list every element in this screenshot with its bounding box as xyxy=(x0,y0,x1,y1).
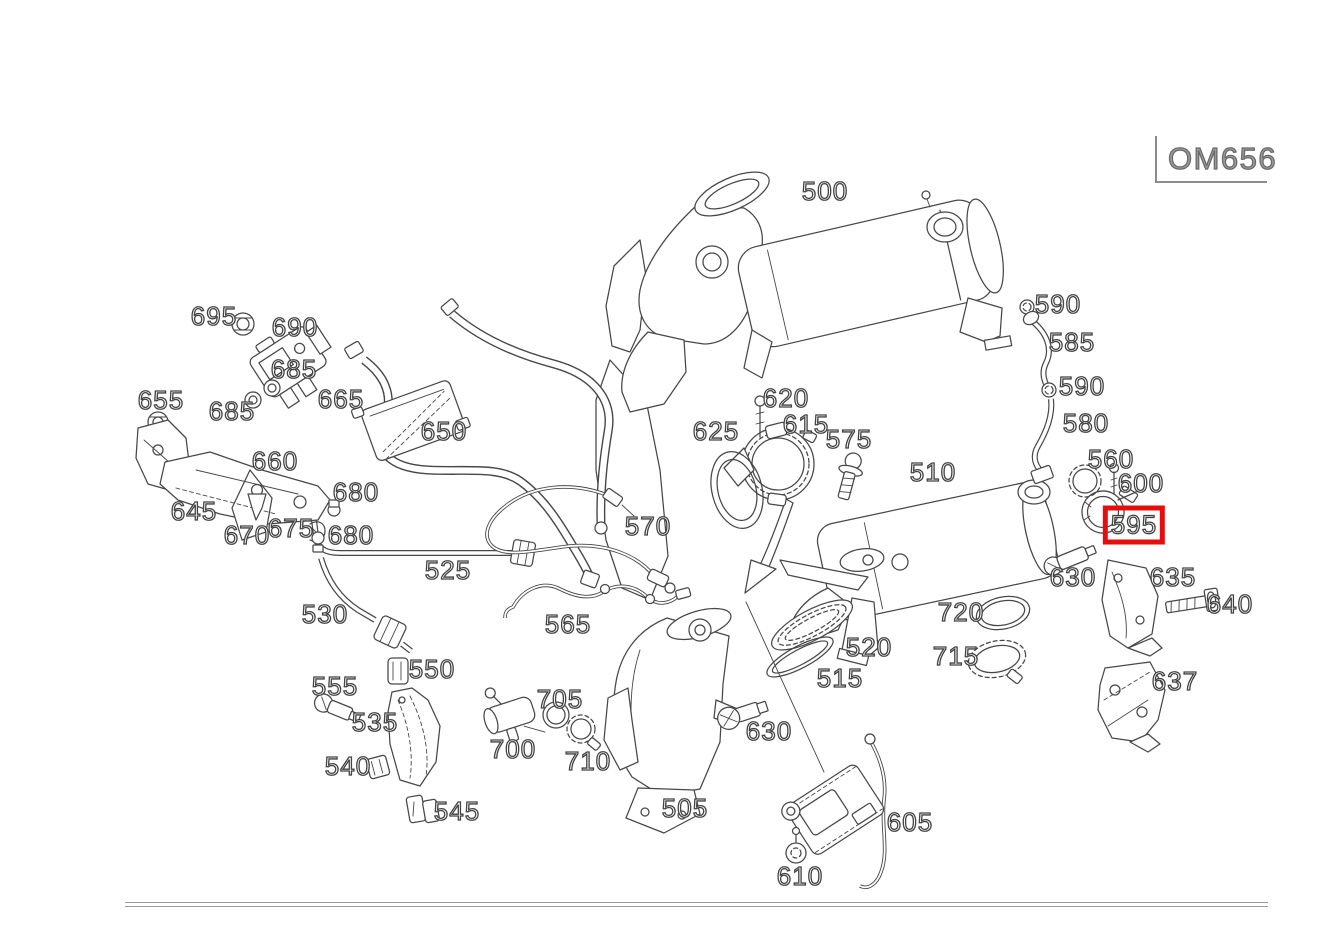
part-art-670-fitting xyxy=(247,483,267,521)
part-label-635[interactable]: 635 xyxy=(1149,562,1197,592)
part-art-540-clip xyxy=(365,754,391,780)
part-art-580-pipe xyxy=(1030,398,1055,485)
part-art-690-pressure-sensor xyxy=(249,324,332,409)
part-label-515[interactable]: 515 xyxy=(816,663,864,693)
part-art-575-bolt xyxy=(837,452,863,501)
part-label-505[interactable]: 505 xyxy=(661,793,709,823)
part-art-620-bolt xyxy=(754,395,766,438)
part-label-720[interactable]: 720 xyxy=(937,597,985,627)
engine-code-box: OM656 xyxy=(1155,136,1276,183)
part-label-630-b[interactable]: 630 xyxy=(745,716,793,746)
part-art-720-ring xyxy=(975,595,1031,631)
part-label-620[interactable]: 620 xyxy=(762,383,810,413)
part-label-645[interactable]: 645 xyxy=(170,496,218,526)
part-art-715-clamp xyxy=(967,639,1027,685)
part-label-545[interactable]: 545 xyxy=(433,796,481,826)
part-label-675[interactable]: 675 xyxy=(267,513,315,543)
part-art-625-gasket xyxy=(710,451,764,529)
direction-arrow xyxy=(744,498,794,594)
part-art-650-heat-shield xyxy=(350,380,471,461)
part-art-595-clamp xyxy=(1081,485,1139,534)
part-art-695-nut xyxy=(231,312,255,336)
part-art-585-hose xyxy=(1022,310,1054,394)
part-art-555-sensor xyxy=(313,693,362,723)
part-art-637-bracket xyxy=(1097,661,1166,753)
part-label-695[interactable]: 695 xyxy=(190,301,238,331)
part-label-550[interactable]: 550 xyxy=(408,654,456,684)
part-art-550-clip xyxy=(387,657,409,685)
part-label-595-highlighted[interactable]: 595 xyxy=(1102,505,1166,545)
part-art-545-clip xyxy=(405,794,440,824)
part-art-630-bolt-center xyxy=(717,700,769,730)
part-label-690[interactable]: 690 xyxy=(271,312,319,342)
part-label-715[interactable]: 715 xyxy=(932,641,980,671)
part-label-655[interactable]: 655 xyxy=(137,385,185,415)
part-art-505-elbow xyxy=(603,607,741,834)
part-label-685-b[interactable]: 685 xyxy=(208,396,256,426)
footer-rule xyxy=(125,902,1268,907)
part-label-585[interactable]: 585 xyxy=(1048,327,1096,357)
part-label-575[interactable]: 575 xyxy=(825,424,873,454)
part-label-670[interactable]: 670 xyxy=(223,520,271,550)
part-label-630-a[interactable]: 630 xyxy=(1049,562,1097,592)
part-art-530-pipe xyxy=(318,557,413,654)
part-label-530[interactable]: 530 xyxy=(301,599,349,629)
part-label-600[interactable]: 600 xyxy=(1117,468,1165,498)
part-label-510[interactable]: 510 xyxy=(909,457,957,487)
part-art-515-ring xyxy=(766,636,834,678)
part-art-705-oring xyxy=(542,701,570,729)
part-art-590-clamp-top xyxy=(1019,299,1035,315)
part-label-540[interactable]: 540 xyxy=(324,751,372,781)
part-label-610[interactable]: 610 xyxy=(776,861,824,891)
part-label-580[interactable]: 580 xyxy=(1062,408,1110,438)
part-art-685-nut-upper xyxy=(263,379,281,397)
part-art-635-bracket xyxy=(1101,559,1163,657)
part-art-685-nut-lower xyxy=(244,391,262,409)
part-art-500-dpf xyxy=(595,171,1013,601)
part-label-525[interactable]: 525 xyxy=(424,555,472,585)
part-label-650[interactable]: 650 xyxy=(420,416,468,446)
part-label-615[interactable]: 615 xyxy=(782,409,830,439)
part-label-590-a[interactable]: 590 xyxy=(1034,289,1082,319)
part-art-590-clamp-mid xyxy=(1041,382,1057,398)
part-label-640[interactable]: 640 xyxy=(1206,589,1254,619)
part-label-560[interactable]: 560 xyxy=(1087,444,1135,474)
part-art-630-sensor-right xyxy=(1043,545,1097,576)
leader-line xyxy=(745,601,825,773)
part-art-640-bolt xyxy=(1165,587,1221,614)
part-label-685-a[interactable]: 685 xyxy=(270,354,318,384)
part-label-500[interactable]: 500 xyxy=(801,176,849,206)
part-label-680-b[interactable]: 680 xyxy=(327,520,375,550)
part-art-565-harness xyxy=(503,583,692,619)
part-label-637[interactable]: 637 xyxy=(1151,666,1199,696)
part-label-535[interactable]: 535 xyxy=(351,707,399,737)
part-label-705[interactable]: 705 xyxy=(536,684,584,714)
part-art-710-clamp xyxy=(566,714,601,751)
part-label-590-b[interactable]: 590 xyxy=(1058,371,1106,401)
part-label-660[interactable]: 660 xyxy=(251,446,299,476)
part-label-665[interactable]: 665 xyxy=(317,384,365,414)
part-label-565[interactable]: 565 xyxy=(544,609,592,639)
part-label-710[interactable]: 710 xyxy=(564,746,612,776)
engine-code-label: OM656 xyxy=(1167,141,1278,176)
part-art-680-fitting-lower xyxy=(311,531,325,553)
part-art-680-fitting-upper xyxy=(327,499,341,517)
part-label-570[interactable]: 570 xyxy=(624,511,672,541)
part-label-555[interactable]: 555 xyxy=(311,671,359,701)
part-art-600-bolt xyxy=(1108,462,1120,495)
part-art-610-sensor xyxy=(785,826,807,864)
part-art-700-valve xyxy=(483,687,546,743)
part-art-665-hose xyxy=(440,298,614,535)
part-art-570-harness xyxy=(485,485,676,594)
part-label-700[interactable]: 700 xyxy=(489,734,537,764)
part-label-625[interactable]: 625 xyxy=(692,416,740,446)
part-label-520[interactable]: 520 xyxy=(845,632,893,662)
part-art-535-heat-shield xyxy=(387,687,441,787)
part-art-605-module xyxy=(781,733,887,889)
part-label-680-a[interactable]: 680 xyxy=(332,477,380,507)
part-art-560-ring xyxy=(1068,464,1102,498)
part-label-605[interactable]: 605 xyxy=(886,807,934,837)
